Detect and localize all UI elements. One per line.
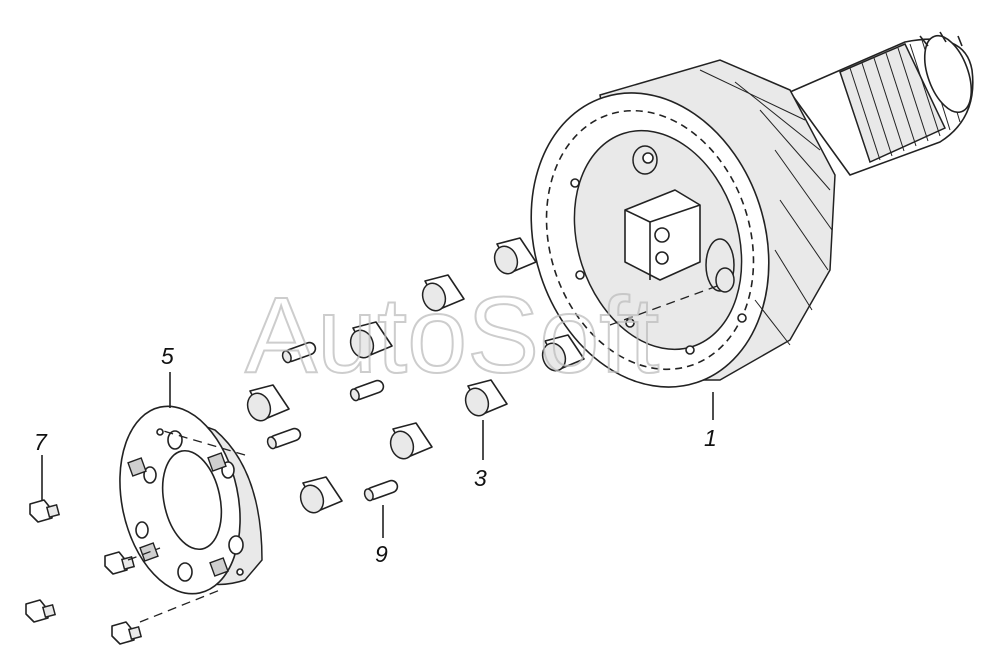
bolts: [25, 499, 143, 645]
pin: [281, 341, 317, 364]
flange-holes: [570, 178, 747, 355]
callout-label-5: 5: [161, 343, 174, 369]
bolt: [104, 551, 136, 575]
pin: [349, 379, 385, 402]
bushing: [389, 422, 433, 460]
bushing: [493, 237, 537, 275]
pin: [266, 427, 302, 450]
bushing: [246, 384, 290, 422]
watermark-text: AutoSoft: [245, 274, 659, 395]
assembly-axes: [127, 284, 721, 623]
pins: [266, 341, 399, 502]
bolt: [29, 499, 61, 523]
bolt: [25, 599, 57, 623]
bushing: [421, 274, 465, 312]
callout-label-7: 7: [34, 429, 48, 455]
pin: [363, 479, 399, 502]
flange-plate: [119, 405, 263, 595]
bolt: [111, 621, 143, 645]
leader-lines: [41, 372, 714, 538]
callout-label-1: 1: [704, 425, 717, 451]
callout-label-9: 9: [375, 541, 388, 567]
bushing: [349, 321, 393, 359]
bushing: [541, 334, 585, 372]
bushings: [246, 237, 585, 514]
bushing: [299, 476, 343, 514]
callout-label-3: 3: [474, 465, 487, 491]
splined-shaft: [789, 31, 974, 176]
bushing: [464, 379, 508, 417]
gear-shaft-assembly: [530, 31, 974, 388]
carrier-block: [624, 145, 735, 293]
